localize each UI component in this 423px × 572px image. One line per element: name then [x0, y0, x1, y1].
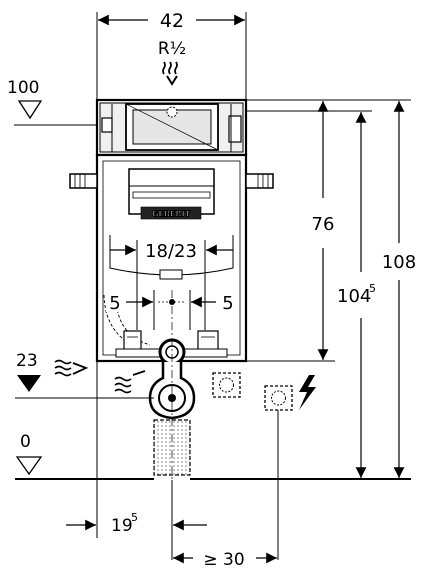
spacing-18-23-label: 18/23 — [145, 241, 197, 262]
water-inlet-label: R½ — [158, 39, 186, 59]
height-76-label: 76 — [312, 214, 335, 235]
distance-19-label: 19 — [111, 516, 133, 536]
level-triangle-icon — [15, 456, 43, 476]
offset-left-label: 5 — [109, 293, 120, 314]
water-wave-icon — [114, 370, 146, 394]
level-100-marker: 100 — [7, 78, 97, 126]
dimension-76: 76 — [246, 99, 411, 362]
frame-head — [95, 98, 248, 157]
level-100-label: 100 — [7, 78, 39, 98]
distance-min-30-label: ≥ 30 — [203, 550, 244, 570]
brand-logo-text: GEBERIT — [152, 210, 191, 219]
drain-wave-icon — [54, 359, 89, 377]
height-104-superscript: 5 — [369, 282, 376, 295]
water-wave-icon — [162, 61, 178, 86]
level-triangle-icon — [17, 100, 43, 120]
dimension-108: 108 — [382, 101, 416, 478]
brand-logo — [140, 206, 202, 220]
electric-bolt-icon — [299, 375, 316, 410]
offset-right-label: 5 — [222, 293, 233, 314]
water-inlet-marker: R½ — [158, 39, 186, 86]
level-23-marker: 23 — [15, 351, 154, 399]
level-0-marker: 0 — [15, 432, 411, 480]
dimension-offsets-5: 5 5 — [106, 290, 236, 330]
electric-box-left — [212, 372, 241, 398]
height-104-label: 104 — [337, 286, 371, 307]
drain-pipe — [148, 290, 196, 480]
dimension-min-30: ≥ 30 — [173, 550, 277, 570]
level-23-label: 23 — [16, 351, 38, 371]
height-108-label: 108 — [382, 252, 416, 273]
distance-19-superscript: 5 — [131, 511, 138, 524]
level-triangle-icon — [17, 375, 41, 392]
electric-box-right — [264, 375, 316, 560]
level-0-label: 0 — [20, 432, 31, 452]
dimension-104-5: 104 5 — [246, 110, 376, 478]
dimension-19-5: 19 5 — [66, 361, 207, 560]
dimension-top-width: 42 — [96, 10, 247, 100]
width-label: 42 — [160, 10, 184, 32]
dimension-18-23: 18/23 — [110, 238, 233, 330]
